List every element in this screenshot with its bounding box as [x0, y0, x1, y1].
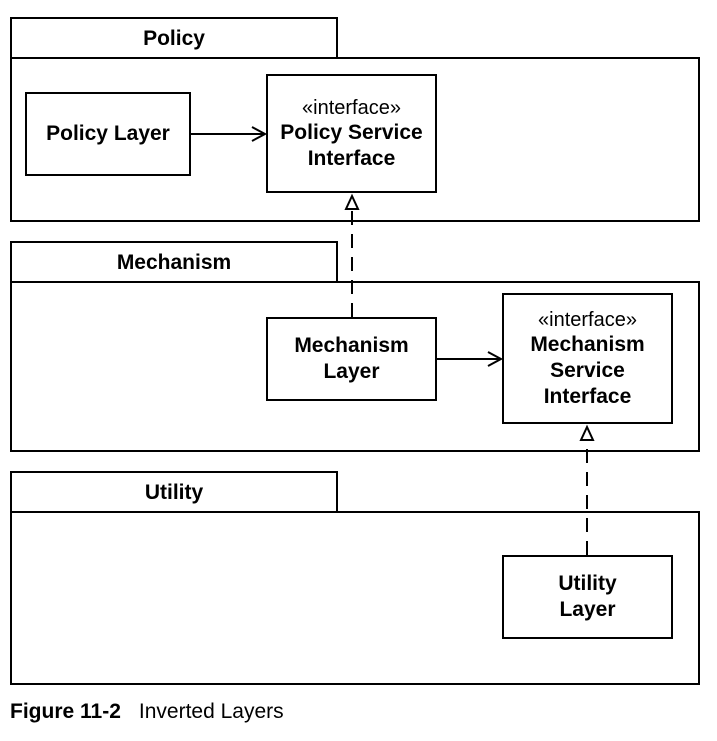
mechanism-layer-box: Mechanism Layer	[266, 317, 437, 401]
utility-layer-box: Utility Layer	[502, 555, 673, 639]
policy-layer-box: Policy Layer	[25, 92, 191, 176]
policy-interface-name-line2: Interface	[307, 146, 396, 170]
policy-package	[10, 57, 700, 222]
policy-layer-label: Policy Layer	[46, 122, 170, 145]
mechanism-package-label: Mechanism	[116, 251, 232, 274]
mechanism-interface-name-line3: Interface	[543, 384, 632, 408]
policy-package-label: Policy	[143, 27, 205, 50]
utility-package	[10, 511, 700, 685]
mechanism-interface-stereotype: «interface»	[538, 308, 637, 331]
mechanism-interface-name-line1: Mechanism	[530, 332, 645, 356]
utility-layer-label-line2: Layer	[559, 598, 616, 621]
policy-dependency-arrow	[191, 126, 268, 142]
policy-service-interface-box: «interface» Policy Service Interface	[266, 74, 437, 193]
policy-package-tab: Policy	[10, 17, 338, 59]
mechanism-realization-arrow	[579, 424, 595, 555]
mechanism-layer-label-line1: Mechanism	[294, 334, 409, 357]
utility-package-label: Utility	[144, 481, 204, 504]
mechanism-layer-label-line2: Layer	[323, 360, 380, 383]
mechanism-package	[10, 281, 700, 452]
utility-layer-label-line1: Utility	[558, 572, 617, 595]
policy-interface-name-line1: Policy Service	[280, 120, 423, 144]
policy-realization-arrow	[344, 193, 360, 317]
mechanism-dependency-arrow	[437, 351, 504, 367]
utility-package-tab: Utility	[10, 471, 338, 513]
figure-number: Figure 11-2	[10, 700, 121, 723]
mechanism-interface-name-line2: Service	[550, 358, 625, 382]
policy-interface-stereotype: «interface»	[302, 96, 401, 119]
figure-caption: Figure 11-2 Inverted Layers	[10, 700, 284, 724]
mechanism-service-interface-box: «interface» Mechanism Service Interface	[502, 293, 673, 424]
figure-title: Inverted Layers	[138, 700, 284, 723]
mechanism-package-tab: Mechanism	[10, 241, 338, 283]
